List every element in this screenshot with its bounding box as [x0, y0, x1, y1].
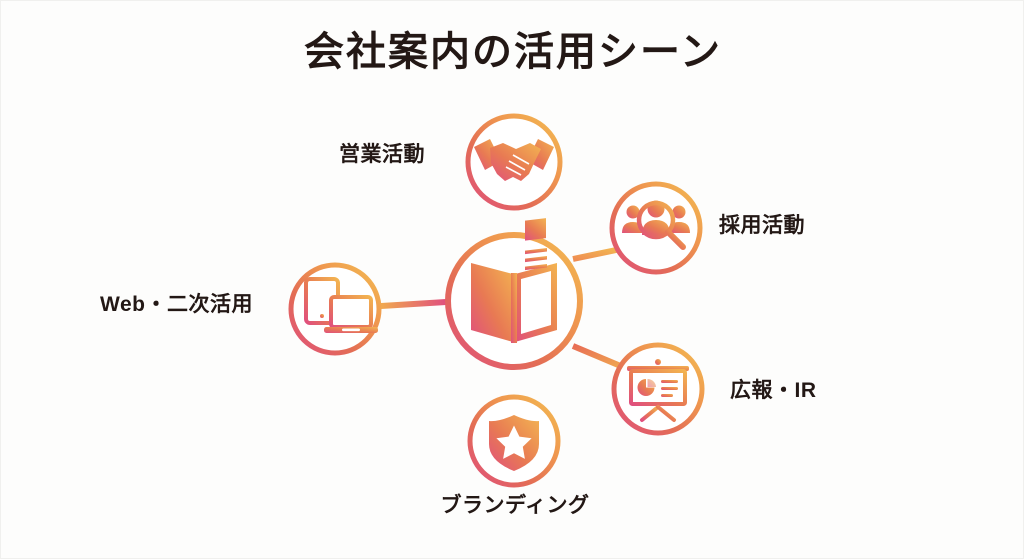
connector-lines [380, 211, 625, 395]
devices-icon [304, 277, 378, 333]
node-label-branding: ブランディング [440, 494, 590, 517]
shield-star-icon [489, 415, 539, 471]
handshake-icon [474, 139, 554, 181]
node-pr-ring [611, 342, 705, 436]
node-sales[interactable] [465, 113, 563, 211]
connector-center-to-pr [571, 343, 625, 370]
node-label-web: Web・二次活用 [100, 293, 253, 316]
node-recruit[interactable] [609, 181, 703, 275]
node-pr[interactable] [611, 342, 705, 436]
page-title: 会社案内の活用シーン [304, 30, 722, 74]
node-label-pr: 広報・IR [730, 379, 817, 402]
brochure-icon [471, 218, 557, 343]
people-search-icon [622, 200, 690, 250]
node-label-recruit: 採用活動 [719, 214, 805, 237]
center-node-brochure[interactable] [445, 218, 583, 370]
node-branding[interactable] [467, 394, 561, 488]
connector-center-to-recruit [572, 246, 622, 262]
presentation-icon [627, 359, 689, 422]
connector-center-to-web [380, 299, 447, 309]
node-label-sales: 営業活動 [339, 143, 425, 166]
node-web[interactable] [288, 262, 382, 356]
